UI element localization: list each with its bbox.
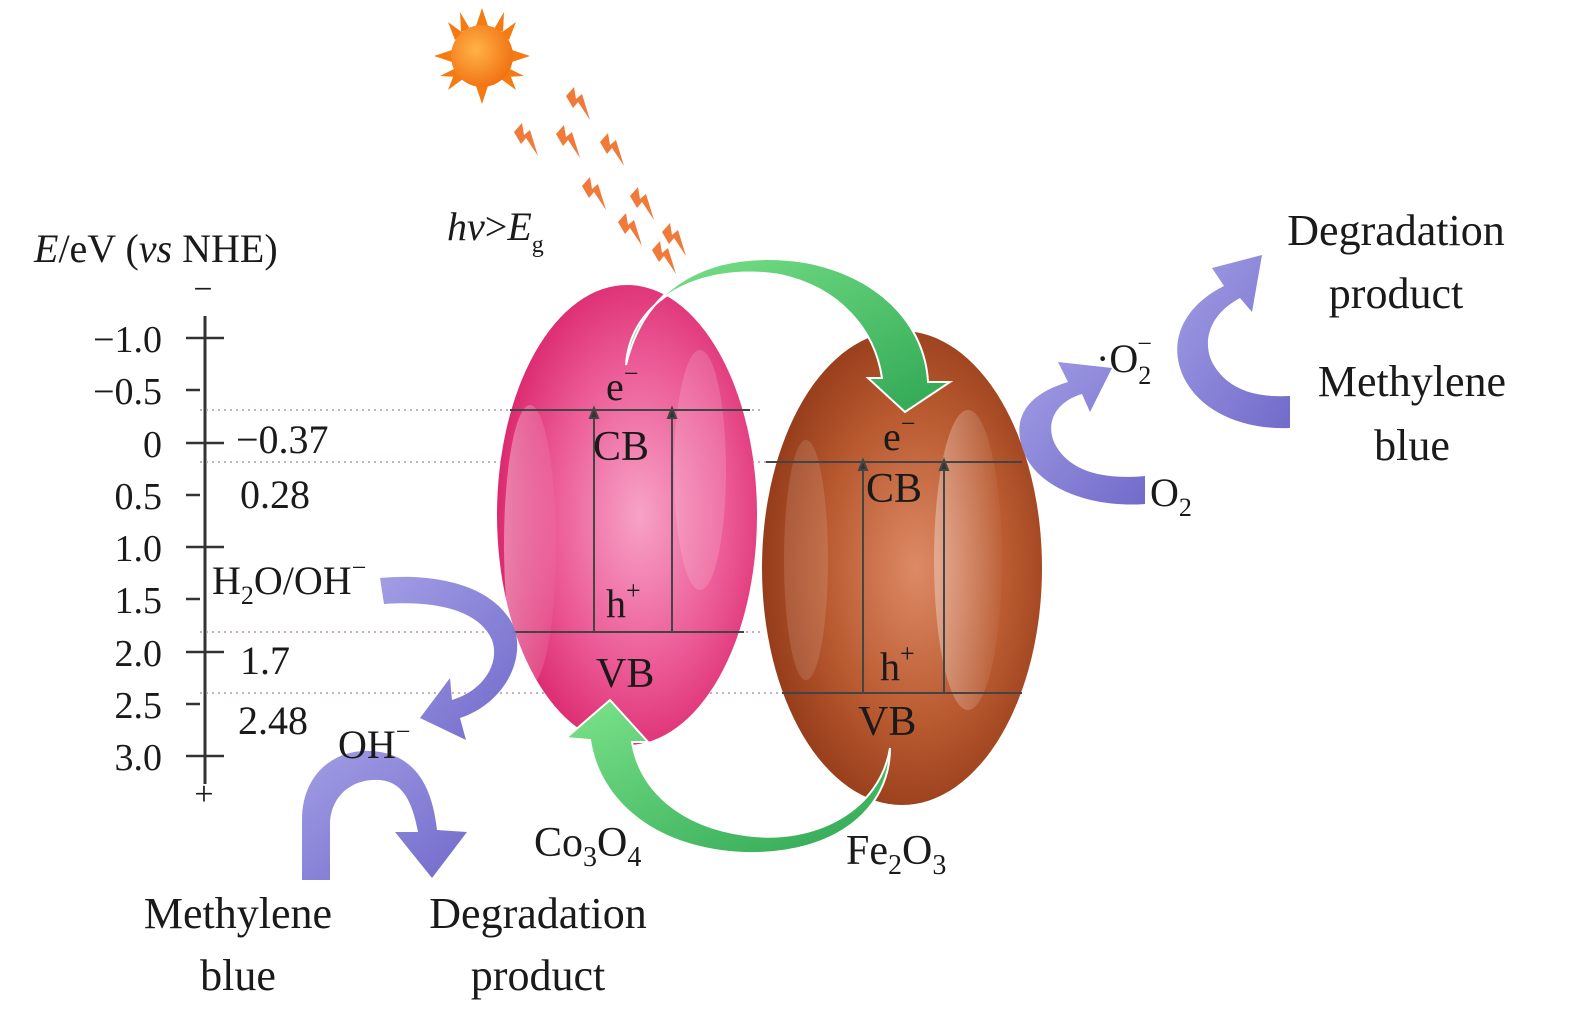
axis-tick-label: 0 — [143, 424, 162, 466]
oxygen-label: O2 — [1150, 470, 1192, 522]
left-methylene-blue-line1: Methylene — [144, 889, 332, 938]
fe2o3-particle — [762, 331, 1042, 805]
right-degradation-product-line1: Degradation — [1287, 206, 1504, 255]
fe2o3-band-structure — [766, 457, 1022, 694]
axis-negative-sign: − — [193, 271, 212, 308]
reduction-arrow — [1019, 362, 1145, 505]
co3o4-cb-label: CB — [593, 424, 649, 470]
eg-subscript: g — [532, 232, 544, 258]
axis-title-ref: NHE) — [172, 226, 278, 271]
fe2o3-vb-label: VB — [858, 699, 916, 745]
co3o4-hole-label: h+ — [606, 576, 641, 626]
eg-label: E — [506, 204, 531, 249]
axis-tick-label: 1.5 — [115, 580, 163, 622]
axis-title-vs: vs — [139, 226, 172, 271]
axis-title-e: E — [33, 226, 58, 271]
left-degradation-product-line1: Degradation — [429, 889, 646, 938]
light-ray-icons — [514, 87, 686, 274]
fe2o3-cb-level: 0.28 — [240, 472, 310, 517]
left-degradation-arrow — [302, 750, 467, 880]
superoxide-radical-label: ·O2− — [1096, 329, 1152, 390]
left-methylene-blue-line2: blue — [200, 951, 276, 1000]
co3o4-band-structure — [510, 405, 750, 633]
hydroxide-label: OH− — [338, 717, 410, 767]
fe2o3-electron-label: e− — [883, 409, 915, 459]
co3o4-vb-label: VB — [596, 651, 654, 697]
co3o4-name: Co3O4 — [534, 820, 641, 873]
hv-label: hv — [447, 204, 485, 249]
axis-tick-label: 2.0 — [115, 633, 163, 675]
fe2o3-cb-label: CB — [866, 466, 922, 512]
electron-transfer-arrow — [625, 258, 954, 414]
axis-positive-sign: + — [194, 776, 213, 813]
oxidation-arrow — [380, 576, 518, 740]
water-hydroxide-label: H2O/OH− — [212, 553, 366, 610]
co3o4-cb-level: −0.37 — [236, 417, 329, 462]
co3o4-electron-label: e− — [606, 359, 638, 409]
axis-tick-label: 2.5 — [115, 685, 163, 727]
axis-title: E/eV (vs NHE) — [33, 226, 278, 271]
right-methylene-blue-line2: blue — [1374, 421, 1450, 470]
axis-tick-label: 0.5 — [115, 476, 163, 518]
axis-tick-label: 3.0 — [115, 737, 163, 779]
sun-icon — [434, 8, 530, 104]
left-degradation-product-line2: product — [471, 951, 605, 1000]
fe2o3-name: Fe2O3 — [846, 828, 946, 881]
energy-axis — [186, 316, 224, 784]
axis-tick-label: −0.5 — [93, 371, 162, 413]
greater-than-sign: > — [485, 204, 508, 249]
axis-title-unit: /eV ( — [58, 226, 138, 271]
co3o4-vb-level: 1.7 — [240, 638, 290, 683]
right-degradation-arrow — [1177, 255, 1290, 429]
fe2o3-hole-label: h+ — [880, 639, 915, 689]
hole-transfer-arrow — [563, 698, 891, 855]
fe2o3-vb-level: 2.48 — [238, 698, 308, 743]
right-degradation-product-line2: product — [1329, 269, 1463, 318]
axis-tick-label: 1.0 — [115, 528, 163, 570]
photon-energy-label: hv>Eg — [447, 204, 544, 258]
axis-tick-label: −1.0 — [93, 319, 162, 361]
right-methylene-blue-line1: Methylene — [1318, 357, 1506, 406]
